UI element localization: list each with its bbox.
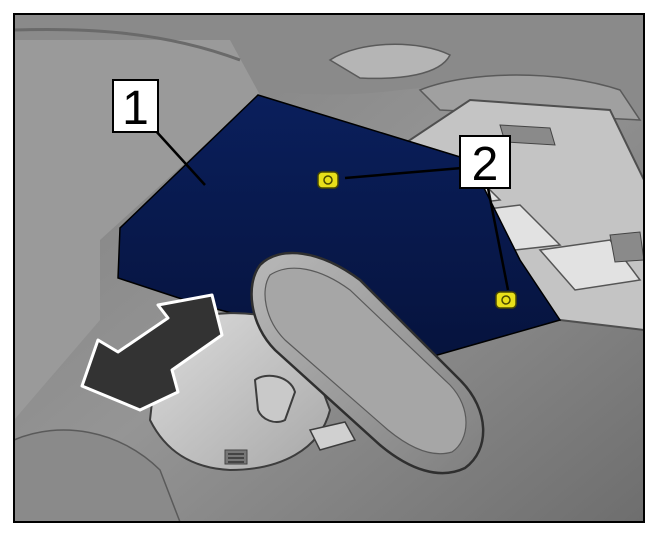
mirror-face bbox=[264, 267, 467, 455]
direction-arrow bbox=[80, 293, 224, 412]
clip-icon bbox=[317, 171, 339, 189]
callout-2: 2 bbox=[459, 135, 511, 191]
leader-line-2a bbox=[344, 166, 463, 180]
clip-icon bbox=[495, 291, 517, 309]
callout-1: 1 bbox=[112, 79, 159, 135]
grab-handle bbox=[328, 43, 452, 80]
frame-border bbox=[13, 13, 645, 523]
mirror-stem bbox=[253, 374, 297, 423]
windshield-edge bbox=[14, 27, 241, 62]
leader-line-2b bbox=[486, 187, 510, 291]
callout-label: 2 bbox=[472, 138, 499, 191]
mirror-button bbox=[308, 421, 357, 451]
callout-label: 1 bbox=[122, 82, 149, 135]
windshield bbox=[14, 40, 260, 420]
console-speaker-grille-2 bbox=[609, 231, 644, 263]
leader-line-1 bbox=[154, 129, 206, 186]
lower-left-trim bbox=[14, 429, 181, 522]
